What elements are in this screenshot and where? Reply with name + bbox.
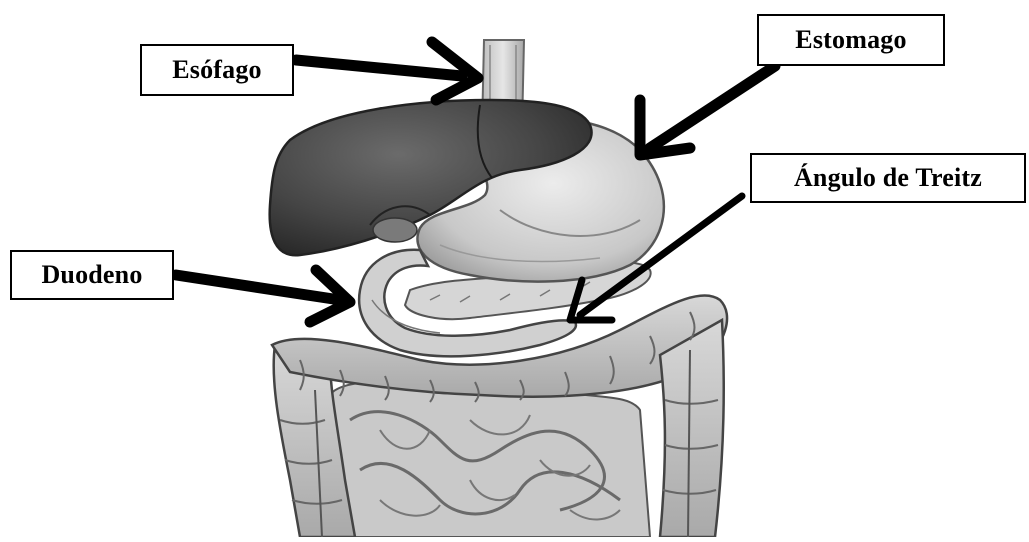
- label-estomago: Estomago: [757, 14, 945, 66]
- label-angulo-de-treitz: Ángulo de Treitz: [750, 153, 1026, 203]
- label-esofago: Esófago: [140, 44, 294, 96]
- arrow-estomago: [640, 66, 775, 155]
- small-intestine: [320, 382, 650, 537]
- arrow-duodeno: [176, 270, 350, 322]
- label-duodeno: Duodeno: [10, 250, 174, 300]
- arrow-esofago: [296, 42, 478, 100]
